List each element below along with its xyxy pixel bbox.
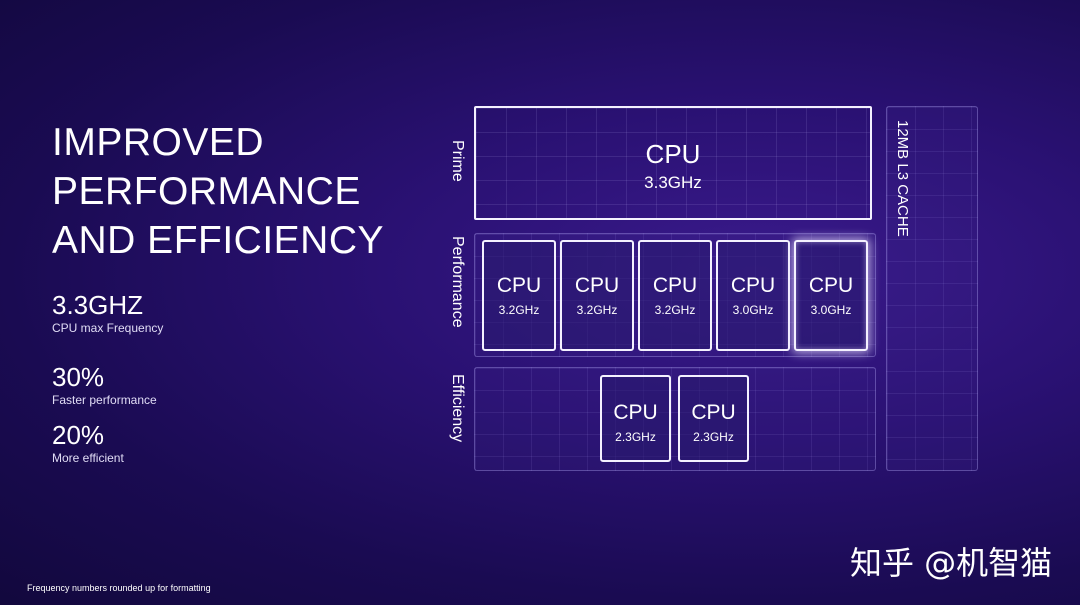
core-name: CPU [652, 274, 698, 297]
stat-label: CPU max Frequency [52, 321, 164, 335]
l3-cache-panel [886, 106, 978, 471]
headline-line-2: PERFORMANCE [52, 170, 361, 213]
core-frequency: 3.3GHz [644, 173, 702, 192]
core-name: CPU [645, 139, 701, 169]
core-name: CPU [496, 274, 542, 297]
headline-line-3: AND EFFICIENCY [52, 219, 385, 262]
stat-label: More efficient [52, 451, 124, 465]
core-name: CPU [691, 401, 736, 424]
prime-core: CPU 3.3GHz [474, 106, 872, 220]
core-name: CPU [613, 401, 658, 424]
stat-value: 3.3GHZ [52, 290, 144, 320]
stat-max-frequency: 3.3GHZ CPU max Frequency [52, 290, 163, 336]
core-name: CPU [808, 274, 854, 297]
core-frequency: 3.2GHz [654, 303, 696, 317]
watermark: 知乎 @机智猫 [850, 544, 1053, 582]
core-frequency: 3.2GHz [498, 303, 540, 317]
performance-core-4: CPU 3.0GHz [716, 240, 790, 351]
efficiency-core-2: CPU 2.3GHz [678, 375, 749, 462]
prime-cluster-label: Prime [449, 140, 466, 182]
stat-label: Faster performance [52, 393, 157, 407]
core-frequency: 2.3GHz [615, 430, 656, 444]
core-name: CPU [730, 274, 776, 297]
performance-core-2: CPU 3.2GHz [560, 240, 634, 351]
stat-more-efficient: 20% More efficient [52, 420, 124, 466]
core-frequency: 3.2GHz [576, 303, 618, 317]
footnote: Frequency numbers rounded up for formatt… [27, 583, 211, 593]
stat-value: 30% [52, 362, 105, 392]
stat-value: 20% [52, 420, 105, 450]
performance-core-1: CPU 3.2GHz [482, 240, 556, 351]
headline: IMPROVED PERFORMANCE AND EFFICIENCY [52, 118, 384, 265]
efficiency-cluster-label: Efficiency [449, 374, 466, 443]
performance-cluster-label: Performance [449, 236, 466, 328]
performance-core-5: CPU 3.0GHz [794, 240, 868, 351]
core-frequency: 3.0GHz [732, 303, 774, 317]
core-name: CPU [574, 274, 620, 297]
performance-core-3: CPU 3.2GHz [638, 240, 712, 351]
l3-cache-label: 12MB L3 CACHE [894, 120, 911, 237]
core-frequency: 3.0GHz [810, 303, 852, 317]
headline-line-1: IMPROVED [52, 121, 265, 164]
efficiency-core-1: CPU 2.3GHz [600, 375, 671, 462]
stat-faster-performance: 30% Faster performance [52, 362, 157, 408]
core-frequency: 2.3GHz [693, 430, 734, 444]
efficiency-cluster-panel [474, 367, 876, 471]
